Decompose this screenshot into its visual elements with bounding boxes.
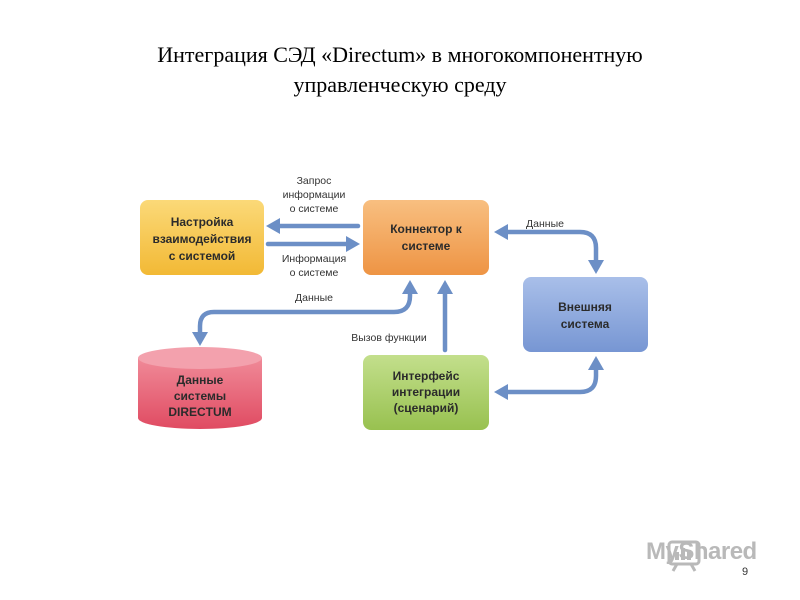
arrow-request [266,218,361,234]
database-label-2: системы [174,389,226,403]
info-label-2: о системе [290,267,339,279]
node-interface: Интерфейс интеграции (сценарий) [363,355,489,430]
arrow-interface-external [494,356,604,400]
request-label-3: о системе [290,203,339,215]
node-external: Внешняя система [523,277,648,352]
data-top-label: Данные [526,218,564,230]
node-database: Данные системы DIRECTUM [138,347,262,429]
settings-label-2: взаимодействия [152,232,251,246]
call-label: Вызов функции [351,332,427,344]
connector-label-1: Коннектор к [390,222,463,236]
node-settings: Настройка взаимодействия с системой [140,200,264,275]
arrow-data-database [192,280,418,346]
database-top [138,347,262,369]
request-label-2: информации [283,189,346,201]
watermark-text: MyShared [646,538,757,565]
myshared-logo-icon [667,540,701,572]
arrow-data-external [494,224,604,274]
request-label-1: Запрос [297,175,332,187]
database-body [138,358,262,429]
arrow-call [437,280,453,353]
database-label-3: DIRECTUM [168,405,231,419]
interface-label-2: интеграции [392,385,460,399]
settings-label-1: Настройка [171,215,234,229]
settings-label-3: с системой [169,249,236,263]
title-line-2: управленческую среду [293,72,507,97]
slide-title: Интеграция СЭД «Directum» в многокомпоне… [60,40,740,100]
page-number: 9 [742,566,749,578]
connector-box [363,200,489,275]
info-label-1: Информация [282,253,346,265]
interface-box [363,355,489,430]
settings-box [140,200,264,275]
node-connector: Коннектор к системе [363,200,489,275]
external-label-2: система [561,317,610,331]
arrow-info [265,236,360,252]
interface-label-1: Интерфейс [393,369,460,383]
database-label-1: Данные [177,373,224,387]
interface-label-3: (сценарий) [394,401,459,415]
external-box [523,277,648,352]
title-line-1: Интеграция СЭД «Directum» в многокомпоне… [157,42,643,67]
data-mid-label: Данные [295,292,333,304]
connector-label-2: системе [402,239,451,253]
external-label-1: Внешняя [558,300,612,314]
